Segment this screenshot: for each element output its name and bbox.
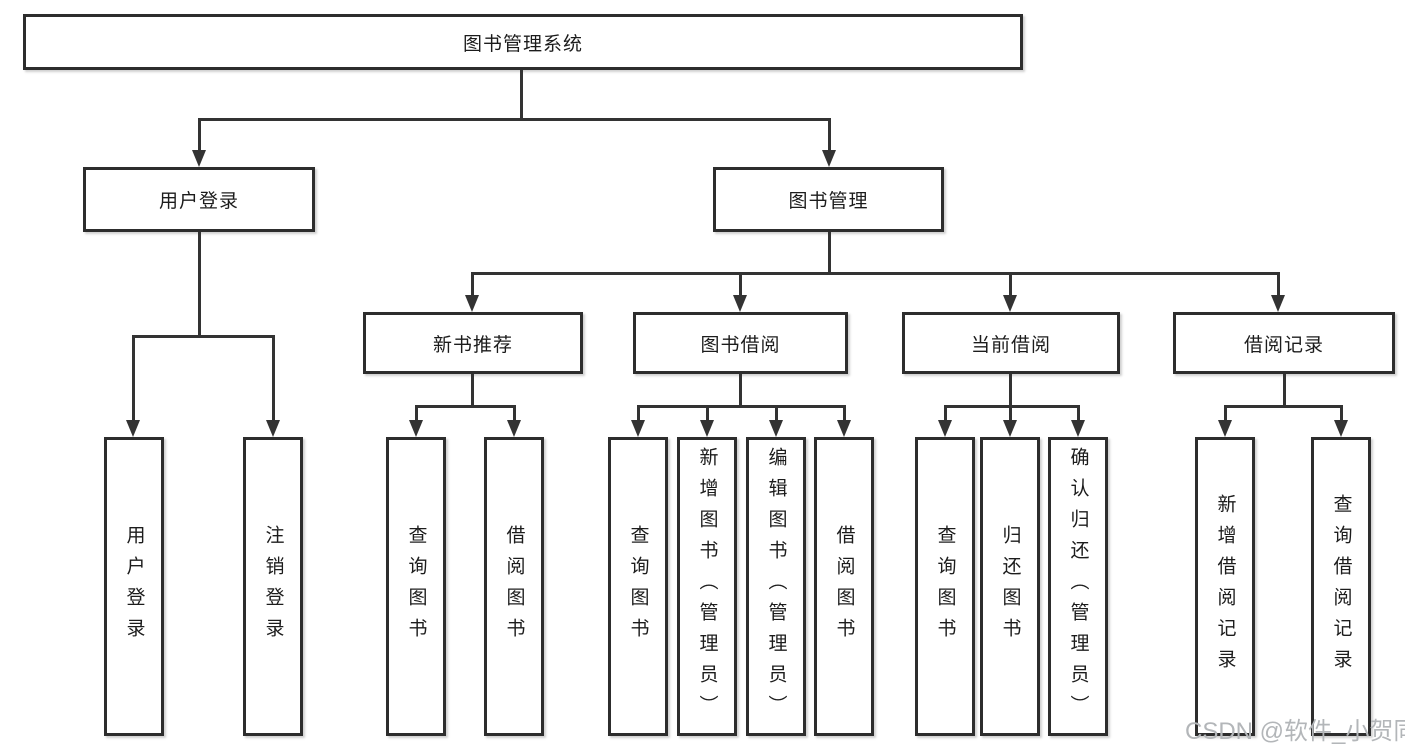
arrowhead-leaf-borrow-rec [507, 420, 521, 437]
connector-user-login-bar [132, 335, 275, 338]
connector-book-mgmt-stem [828, 232, 831, 274]
arrowhead-book-borrow [733, 295, 747, 312]
connector-leaf-add-record-drop [1224, 405, 1227, 422]
connector-borrow-records-stem [1283, 374, 1286, 407]
csdn-watermark: CSDN @软件_小贺同学 [1185, 718, 1405, 745]
node-user-login: 用户登录 [83, 167, 315, 232]
connector-user-login-stem [198, 232, 201, 337]
connector-leaf-borrow-book-drop [843, 405, 846, 422]
arrowhead-leaf-query-rec [409, 420, 423, 437]
connector-leaf-return-book-drop [1009, 405, 1012, 422]
leaf-borrow-book-borrow-label: 借阅图书 [833, 524, 855, 649]
leaf-confirm-return-admin: 确认归还（管理员） [1048, 437, 1108, 736]
leaf-logout: 注销登录 [243, 437, 303, 736]
leaf-borrow-book-borrow: 借阅图书 [814, 437, 874, 736]
connector-l2-right-drop [828, 118, 831, 153]
node-current-borrow: 当前借阅 [902, 312, 1120, 374]
connector-l3-drop-4 [1277, 272, 1280, 298]
leaf-add-borrow-record: 新增借阅记录 [1195, 437, 1255, 736]
connector-leaf-edit-book-drop [775, 405, 778, 422]
connector-leaf-confirm-return-drop [1077, 405, 1080, 422]
arrowhead-leaf-query-current [938, 420, 952, 437]
leaf-add-book-admin-label: 新增图书（管理员） [696, 447, 718, 726]
connector-book-borrow-bar [637, 405, 846, 408]
leaf-return-book: 归还图书 [980, 437, 1040, 736]
connector-new-book-rec-bar [415, 405, 516, 408]
node-new-book-rec-label: 新书推荐 [432, 334, 513, 356]
connector-l3-bar [471, 272, 1280, 275]
leaf-user-login-label: 用户登录 [123, 524, 145, 649]
arrowhead-leaf-add-book [700, 420, 714, 437]
connector-borrow-records-bar [1224, 405, 1343, 408]
arrowhead-leaf-borrow-book [837, 420, 851, 437]
arrowhead-leaf-add-record [1218, 420, 1232, 437]
leaf-query-book-current-label: 查询图书 [934, 524, 956, 649]
leaf-return-book-label: 归还图书 [999, 524, 1021, 649]
connector-book-borrow-stem [739, 374, 742, 407]
connector-leaf-borrow-rec-drop [513, 405, 516, 422]
leaf-edit-book-admin: 编辑图书（管理员） [746, 437, 806, 736]
connector-l3-drop-2 [739, 272, 742, 298]
node-new-book-rec: 新书推荐 [363, 312, 583, 374]
node-borrow-records-label: 借阅记录 [1243, 334, 1324, 356]
leaf-query-book-borrow-label: 查询图书 [627, 524, 649, 649]
node-user-login-label: 用户登录 [158, 191, 239, 212]
leaf-borrow-book-rec: 借阅图书 [484, 437, 544, 736]
node-book-mgmt-label: 图书管理 [788, 191, 869, 212]
leaf-query-book-rec: 查询图书 [386, 437, 446, 736]
connector-leaf-user-login-drop [132, 335, 135, 422]
connector-l2-bar [198, 118, 831, 121]
leaf-user-login: 用户登录 [104, 437, 164, 736]
leaf-query-book-rec-label: 查询图书 [405, 524, 427, 649]
connector-leaf-query-rec-drop [415, 405, 418, 422]
connector-l3-drop-1 [471, 272, 474, 298]
arrowhead-current-borrow [1003, 295, 1017, 312]
node-book-borrow-label: 图书借阅 [700, 334, 781, 356]
arrowhead-leaf-query-borrow [631, 420, 645, 437]
arrowhead-borrow-records [1271, 295, 1285, 312]
leaf-confirm-return-admin-label: 确认归还（管理员） [1067, 447, 1089, 726]
connector-leaf-query-borrow-drop [637, 405, 640, 422]
connector-root-stem [520, 70, 523, 120]
leaf-query-borrow-record: 查询借阅记录 [1311, 437, 1371, 736]
arrowhead-leaf-user-login [126, 420, 140, 437]
connector-new-book-rec-stem [471, 374, 474, 407]
leaf-borrow-book-rec-label: 借阅图书 [503, 524, 525, 649]
connector-leaf-logout-drop [272, 335, 275, 422]
arrowhead-leaf-confirm-return [1071, 420, 1085, 437]
arrowhead-leaf-logout [266, 420, 280, 437]
leaf-query-book-current: 查询图书 [915, 437, 975, 736]
node-borrow-records: 借阅记录 [1173, 312, 1395, 374]
arrowhead-user-login [192, 150, 206, 167]
arrowhead-leaf-edit-book [769, 420, 783, 437]
node-root: 图书管理系统 [23, 14, 1023, 70]
leaf-logout-label: 注销登录 [262, 524, 284, 649]
connector-leaf-query-record-drop [1340, 405, 1343, 422]
connector-l2-left-drop [198, 118, 201, 153]
connector-current-borrow-bar [944, 405, 1080, 408]
leaf-add-book-admin: 新增图书（管理员） [677, 437, 737, 736]
arrowhead-leaf-return-book [1003, 420, 1017, 437]
arrowhead-new-book-rec [465, 295, 479, 312]
connector-l3-drop-3 [1009, 272, 1012, 298]
node-book-borrow: 图书借阅 [633, 312, 848, 374]
node-root-label: 图书管理系统 [462, 33, 583, 55]
leaf-query-borrow-record-label: 查询借阅记录 [1330, 493, 1352, 680]
arrowhead-leaf-query-record [1334, 420, 1348, 437]
connector-current-borrow-stem [1009, 374, 1012, 407]
node-book-mgmt: 图书管理 [713, 167, 944, 232]
leaf-add-borrow-record-label: 新增借阅记录 [1214, 493, 1236, 680]
connector-leaf-add-book-drop [706, 405, 709, 422]
leaf-query-book-borrow: 查询图书 [608, 437, 668, 736]
node-current-borrow-label: 当前借阅 [970, 334, 1051, 356]
arrowhead-book-mgmt [822, 150, 836, 167]
leaf-edit-book-admin-label: 编辑图书（管理员） [765, 447, 787, 726]
connector-leaf-query-current-drop [944, 405, 947, 422]
